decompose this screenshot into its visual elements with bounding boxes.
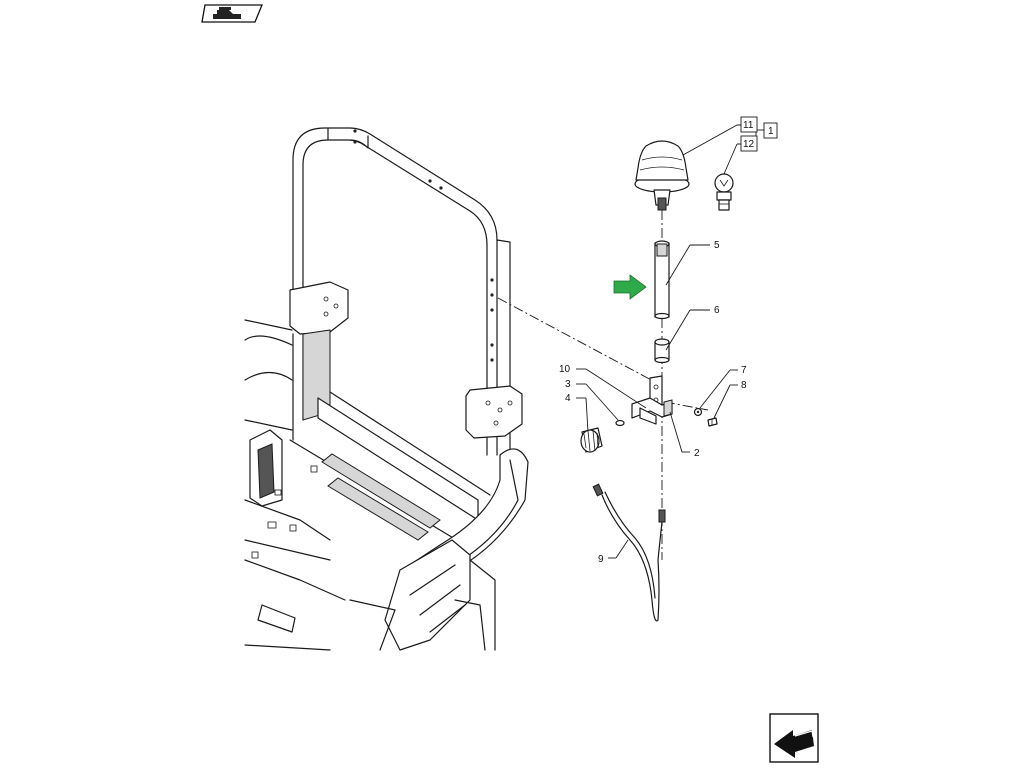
green-arrow-icon	[613, 274, 647, 300]
callout-1: 1	[768, 126, 774, 137]
bulb	[714, 173, 734, 211]
washer	[615, 419, 625, 427]
screw-8	[707, 417, 718, 427]
mounting-tube	[654, 240, 670, 320]
callout-8: 8	[741, 380, 747, 391]
callout-12: 12	[743, 139, 755, 150]
callout-11: 11	[743, 120, 754, 131]
callout-9: 9	[598, 554, 604, 565]
wiring-harness	[592, 483, 666, 622]
machine-orientation-icon	[201, 4, 263, 23]
beacon-lamp	[634, 140, 690, 211]
sleeve	[654, 338, 670, 364]
callout-5: 5	[714, 240, 720, 251]
rops-frame	[244, 127, 529, 651]
callout-6: 6	[714, 305, 720, 316]
knob	[580, 427, 603, 453]
callout-10: 10	[559, 364, 571, 375]
mounting-bracket	[631, 375, 673, 425]
screw-7	[693, 407, 703, 417]
callout-12-box	[740, 135, 758, 152]
callout-4: 4	[565, 393, 571, 404]
callout-2: 2	[694, 448, 700, 459]
callout-11-box	[740, 116, 758, 133]
callout-3: 3	[565, 379, 571, 390]
assembly-lines	[497, 210, 709, 560]
callout-1-box	[763, 122, 778, 139]
callout-labels: 11 12 1 5 6 10 3 4 7 8 2 9	[559, 116, 778, 565]
next-page-arrow-icon[interactable]	[769, 713, 819, 763]
callout-7: 7	[741, 365, 747, 376]
